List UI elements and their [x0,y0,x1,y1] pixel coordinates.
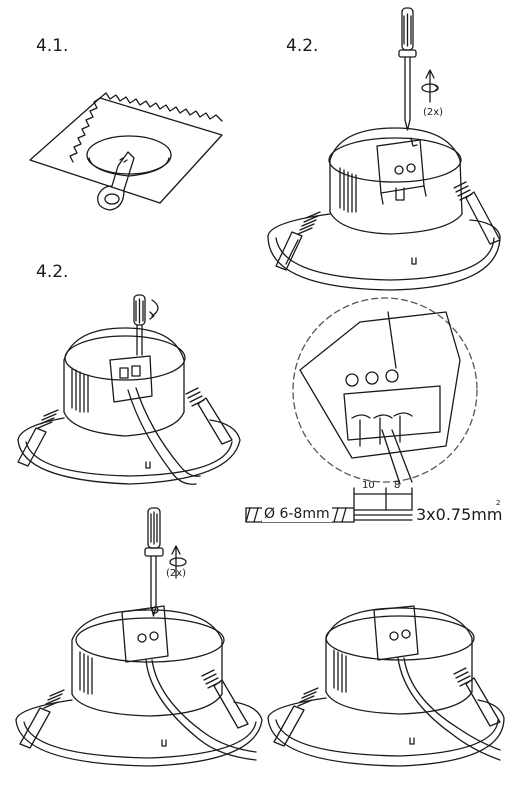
repeat-label-bottom: (2x) [166,568,187,579]
screwdriver-icon [398,7,417,131]
spring-clip-left [297,211,321,235]
step-label-4-2-top: 4.2. [286,36,319,56]
screwdriver-small-icon [133,294,159,356]
cut-hole [86,135,172,177]
conductor-spec: 3x0.75mm [416,505,503,524]
hole-saw-tool [97,151,135,211]
downlight-mid [17,327,241,485]
downlight-bottom-right [267,605,505,767]
repeat-label-top: (2x) [423,107,444,118]
rotate-arrow-icon [421,69,439,103]
strip-length-inner: 8 [394,480,401,491]
ceiling-panel [29,92,223,204]
step-label-4-1: 4.1. [36,36,69,56]
conductor-spec-superscript: 2 [496,499,501,507]
downlight-bottom-left [15,605,263,767]
zoom-circle [292,297,478,485]
screwdriver-bottom-icon [144,507,187,617]
terminal-block [109,355,153,403]
strip-length-outer: 10 [362,480,375,491]
downlight-top [267,127,501,291]
panel-serrated-edge [99,92,223,122]
step-label-4-2-mid: 4.2. [36,262,69,282]
panel-serrated-left [69,97,101,163]
spring-clip-right [453,181,473,201]
dimension-lines [353,487,413,511]
cable-diameter: Ø 6-8mm [262,506,332,522]
